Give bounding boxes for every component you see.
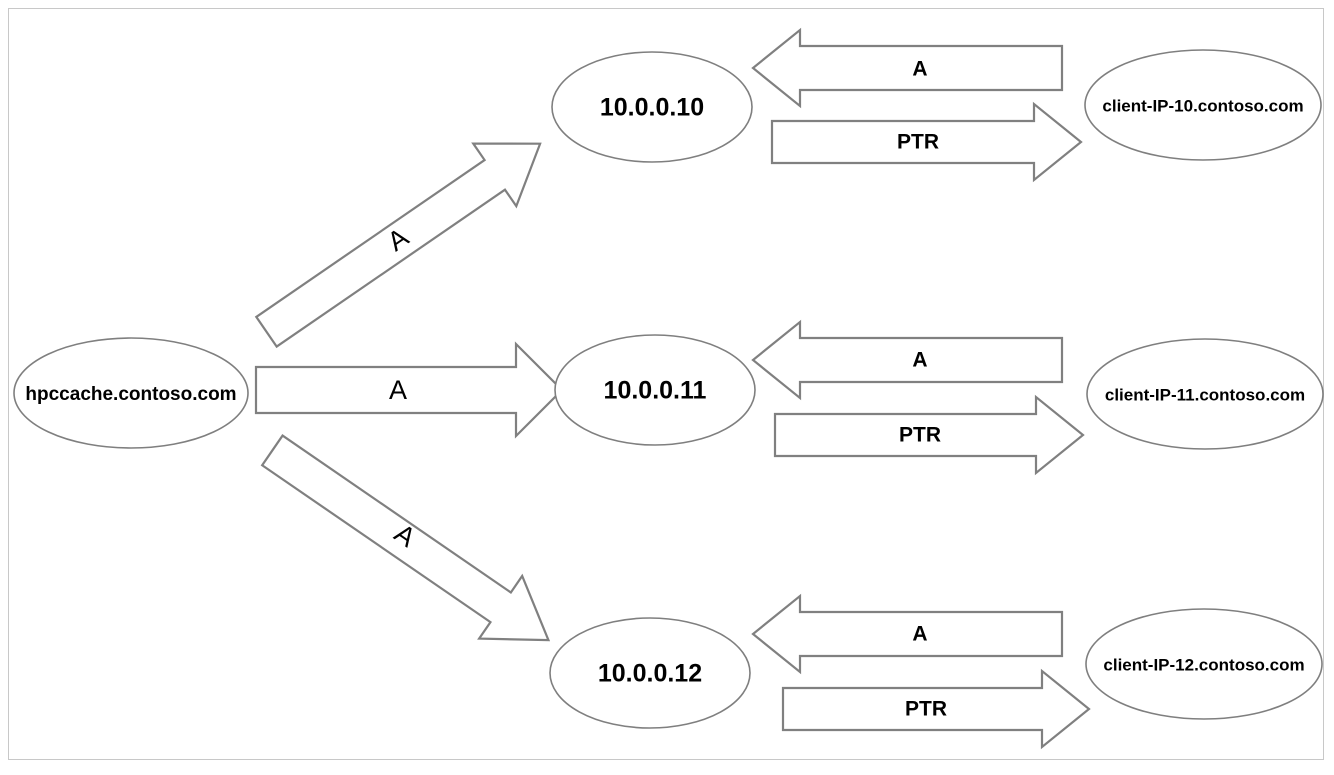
arrow-source-to-ip-2: A <box>260 434 551 642</box>
node-client-0-label: client-IP-10.contoso.com <box>1102 96 1303 115</box>
node-ip-2-label: 10.0.0.12 <box>598 660 702 688</box>
arrow-client-to-ip-2: A <box>751 593 1064 675</box>
arrow-source-to-ip-1: A <box>254 341 564 439</box>
node-client-1-label: client-IP-11.contoso.com <box>1105 385 1305 404</box>
node-ip-0-label: 10.0.0.10 <box>600 94 704 122</box>
node-client-1[interactable]: client-IP-11.contoso.com <box>1086 338 1324 450</box>
arrow-client-to-ip-0-label: A <box>912 58 927 81</box>
arrow-client-to-ip-2-label: A <box>912 623 927 646</box>
arrow-ip-to-client-0-label: PTR <box>897 131 939 154</box>
arrow-ip-to-client-0-shape <box>770 101 1083 183</box>
node-ip-1-ellipse <box>554 334 756 446</box>
arrow-client-to-ip-1-shape <box>751 319 1064 401</box>
arrow-ip-to-client-2-label: PTR <box>905 698 947 721</box>
node-ip-1-label: 10.0.0.11 <box>604 377 707 405</box>
arrow-source-to-ip-2-shape <box>260 434 551 642</box>
node-ip-0-ellipse <box>551 51 753 163</box>
arrow-client-to-ip-1-label: A <box>912 349 927 372</box>
node-client-0-ellipse <box>1084 49 1322 161</box>
arrow-source-to-ip-1-shape <box>254 341 564 439</box>
arrow-source-to-ip-1-label: A <box>389 375 407 405</box>
arrow-source-to-ip-0: A <box>254 142 542 349</box>
arrow-client-to-ip-2-shape <box>751 593 1064 675</box>
arrow-source-to-ip-0-shape <box>254 142 542 349</box>
node-ip-0[interactable]: 10.0.0.10 <box>551 51 753 163</box>
arrow-ip-to-client-2: PTR <box>781 668 1091 750</box>
node-source-hpccache-ellipse <box>13 337 249 449</box>
node-client-1-ellipse <box>1086 338 1324 450</box>
arrow-client-to-ip-0: A <box>751 27 1064 109</box>
node-ip-2-ellipse <box>549 617 751 729</box>
node-ip-1[interactable]: 10.0.0.11 <box>554 334 756 446</box>
node-client-2-ellipse <box>1085 608 1323 720</box>
node-client-2[interactable]: client-IP-12.contoso.com <box>1085 608 1323 720</box>
arrow-client-to-ip-0-shape <box>751 27 1064 109</box>
arrow-ip-to-client-1-shape <box>773 394 1085 476</box>
node-source-hpccache[interactable]: hpccache.contoso.com <box>13 337 249 449</box>
arrow-ip-to-client-2-shape <box>781 668 1091 750</box>
arrow-ip-to-client-1-label: PTR <box>899 424 941 447</box>
arrow-ip-to-client-1: PTR <box>773 394 1085 476</box>
node-client-2-label: client-IP-12.contoso.com <box>1103 655 1304 674</box>
node-ip-2[interactable]: 10.0.0.12 <box>549 617 751 729</box>
node-source-hpccache-label: hpccache.contoso.com <box>25 384 236 405</box>
arrow-client-to-ip-1: A <box>751 319 1064 401</box>
node-client-0[interactable]: client-IP-10.contoso.com <box>1084 49 1322 161</box>
arrow-ip-to-client-0: PTR <box>770 101 1083 183</box>
